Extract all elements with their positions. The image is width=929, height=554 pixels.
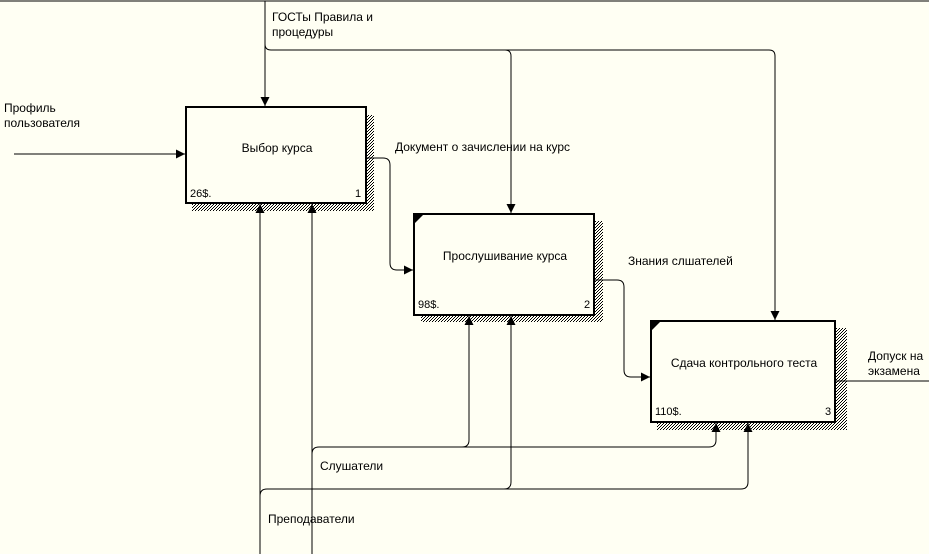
label-gosts-line2: процедуры xyxy=(272,25,334,39)
label-gosts-line1: ГОСТы Правила и xyxy=(272,10,373,24)
box3-corner-mark xyxy=(651,321,661,331)
box-proslushivanie-kursa[interactable] xyxy=(413,213,595,316)
arrow-mech-teachers-box2 xyxy=(259,316,516,497)
label-knowledge: Знания слшателей xyxy=(628,254,733,268)
box-vybor-kursa[interactable] xyxy=(185,106,367,204)
arrow-document xyxy=(367,157,413,275)
arrow-knowledge xyxy=(595,279,650,382)
box2-number: 2 xyxy=(584,299,591,311)
box2-cost: 98$. xyxy=(418,299,440,311)
box-sdacha-testa[interactable] xyxy=(650,320,836,423)
label-listeners: Слушатели xyxy=(320,459,384,473)
box3-number: 3 xyxy=(825,406,832,418)
label-output-line2: экзамена xyxy=(868,364,920,378)
label-output-line1: Допуск на xyxy=(868,349,924,363)
box1-number: 1 xyxy=(355,188,362,200)
label-profile-line2: пользователя xyxy=(4,116,80,130)
arrow-mech-listeners-box3 xyxy=(462,423,721,448)
box3-title: Сдача контрольного теста xyxy=(670,356,818,370)
arrow-control-gosts-to-box3 xyxy=(505,49,780,320)
box1-cost: 26$. xyxy=(190,188,212,200)
arrow-mech-listeners-box2 xyxy=(311,316,474,455)
box1-title: Выбор курса xyxy=(241,141,313,155)
label-document: Документ о зачислении на курс xyxy=(395,140,571,154)
label-teachers: Преподаватели xyxy=(268,512,355,526)
label-profile-line1: Профиль xyxy=(4,101,56,115)
box2-title: Прослушивание курса xyxy=(442,249,568,263)
box3-cost: 110$. xyxy=(655,406,682,418)
box2-corner-mark xyxy=(414,214,424,224)
arrow-mech-teachers-box3 xyxy=(504,423,753,490)
